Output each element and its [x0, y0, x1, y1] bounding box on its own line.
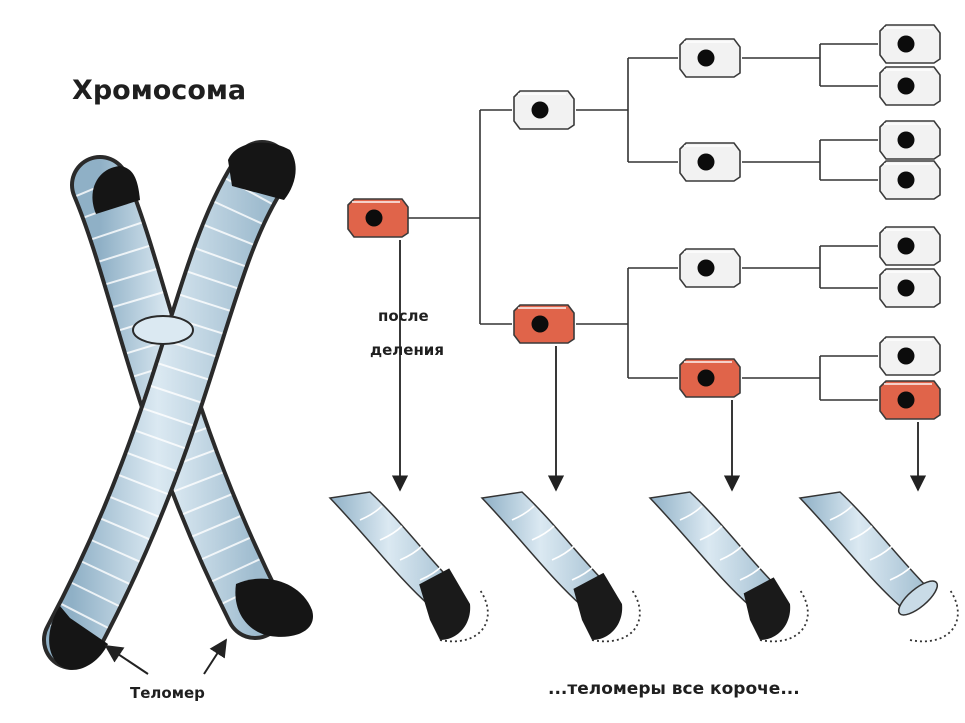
- dividing-cell-icon: [680, 359, 740, 397]
- division-label-line2: деления: [370, 341, 444, 359]
- cell-icon: [880, 121, 940, 159]
- telomere-label: Теломер: [130, 684, 205, 702]
- chromosome-end-icon: [482, 492, 640, 641]
- cell-icon: [880, 161, 940, 199]
- page-title: Хромосома: [72, 75, 246, 106]
- caption: ...теломеры все короче...: [548, 679, 800, 699]
- dividing-cell-icon: [880, 381, 940, 419]
- cell-icon: [680, 143, 740, 181]
- cell-icon: [880, 227, 940, 265]
- cell-icon: [880, 67, 940, 105]
- cell-icon: [680, 249, 740, 287]
- division-label-line1: после: [378, 307, 429, 325]
- chromosome-ends: [330, 492, 958, 641]
- telomere-arrow-left: [106, 646, 148, 674]
- dividing-cell-icon: [348, 199, 408, 237]
- cell-icon: [880, 337, 940, 375]
- chromosome-end-icon: [650, 492, 808, 641]
- dividing-cell-icon: [514, 305, 574, 343]
- chromosome-end-icon: [330, 492, 488, 641]
- cell-icon: [680, 39, 740, 77]
- division-tree: [408, 44, 878, 400]
- cell-icon: [880, 25, 940, 63]
- telomere-arrow-right: [204, 640, 226, 674]
- cell-icon: [514, 91, 574, 129]
- division-arrows: [400, 240, 918, 490]
- cell-group: [348, 25, 940, 419]
- chromosome-end-icon: [800, 492, 958, 641]
- cell-icon: [880, 269, 940, 307]
- chromosome-icon: [49, 143, 313, 670]
